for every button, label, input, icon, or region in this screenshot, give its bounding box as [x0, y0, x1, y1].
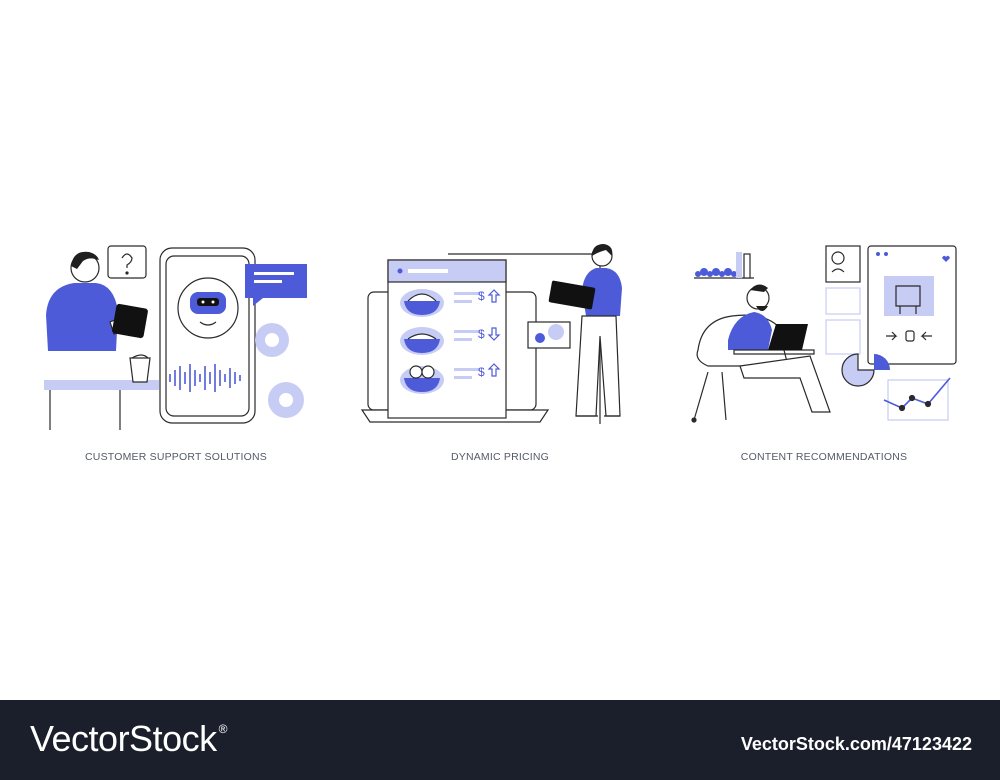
price-symbol-up-2: $ [478, 365, 485, 379]
registered-mark: ® [218, 722, 228, 736]
brand-logo[interactable]: VectorStock® [30, 718, 227, 760]
image-id-label: VectorStock.com/47123422 [740, 734, 972, 754]
customer-support-illustration [44, 245, 307, 430]
dynamic-pricing-illustration: $ $ $ [360, 244, 622, 424]
panel-caption-content-recommendations: CONTENT RECOMMENDATIONS [740, 451, 908, 463]
price-symbol-up: $ [478, 289, 485, 303]
footer-bar: VectorStock® VectorStock.com/47123422 [0, 700, 1000, 780]
price-symbol-down: $ [478, 327, 485, 341]
content-recommendations-illustration [691, 245, 957, 423]
panel-caption-customer-support: CUSTOMER SUPPORT SOLUTIONS [85, 451, 267, 463]
brand-name: VectorStock [30, 718, 217, 759]
illustration-scene: CUSTOMER SUPPORT SOLUTIONS $ $ [44, 244, 957, 463]
panel-caption-dynamic-pricing: DYNAMIC PRICING [450, 451, 550, 463]
